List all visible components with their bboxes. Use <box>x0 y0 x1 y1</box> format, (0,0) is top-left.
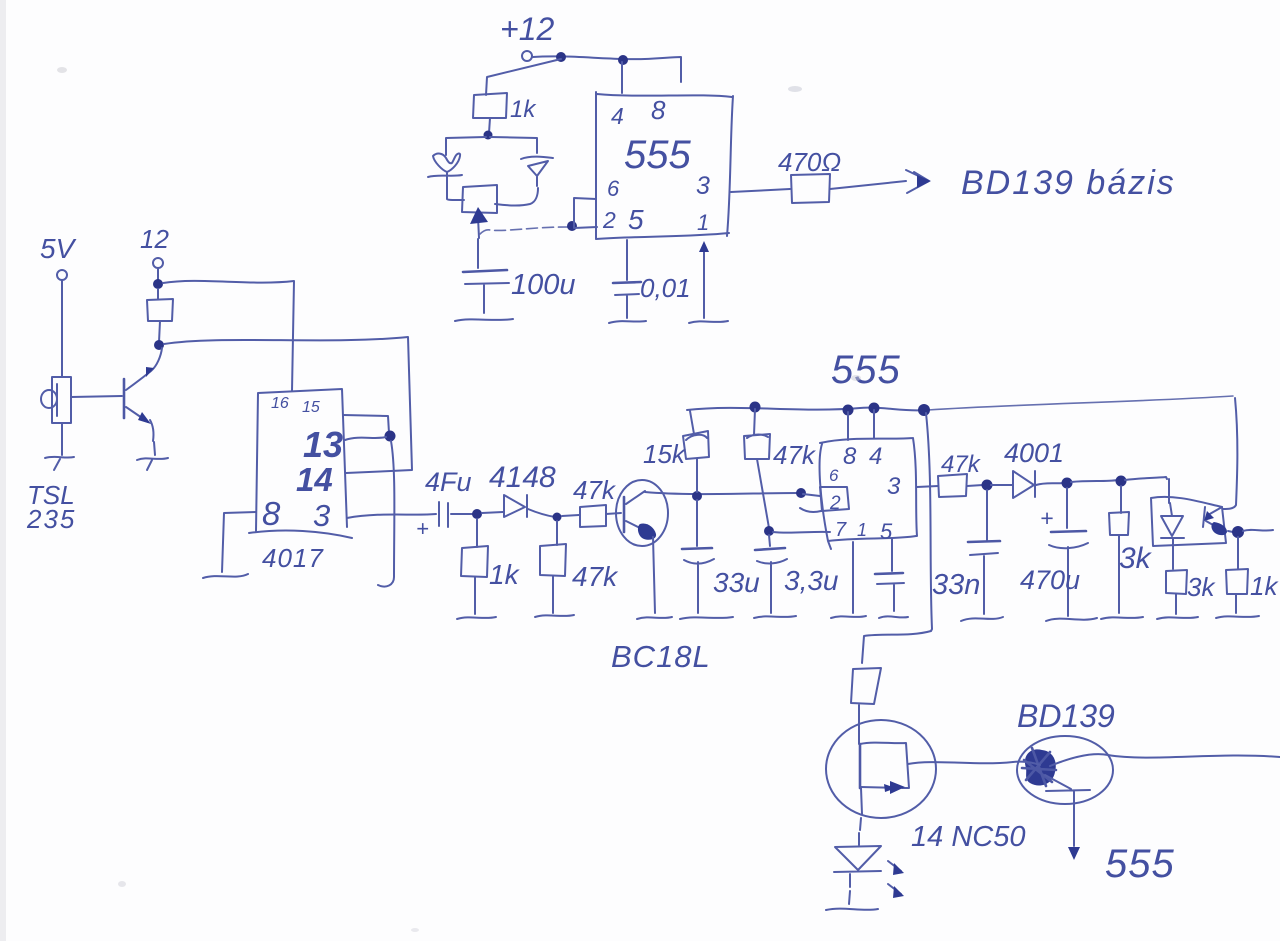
svg-text:555: 555 <box>1105 842 1175 886</box>
svg-text:4001: 4001 <box>1004 438 1064 468</box>
svg-text:4: 4 <box>611 103 624 129</box>
svg-text:470Ω: 470Ω <box>778 147 841 177</box>
svg-text:BD139 bázis: BD139 bázis <box>961 164 1176 202</box>
svg-text:TSL: TSL <box>27 480 75 510</box>
svg-text:33u: 33u <box>713 567 760 598</box>
svg-text:14 NC50: 14 NC50 <box>911 821 1025 853</box>
svg-text:5: 5 <box>628 204 644 235</box>
svg-text:15k: 15k <box>643 439 687 469</box>
svg-text:47k: 47k <box>773 440 817 470</box>
svg-text:0,01: 0,01 <box>640 273 691 303</box>
svg-text:3: 3 <box>313 498 330 533</box>
svg-text:470u: 470u <box>1020 565 1080 595</box>
svg-text:BD139: BD139 <box>1017 698 1115 734</box>
svg-text:+: + <box>416 516 429 541</box>
svg-text:2: 2 <box>602 207 616 233</box>
svg-text:3k: 3k <box>1119 542 1153 575</box>
svg-text:1k: 1k <box>510 96 537 123</box>
svg-text:5: 5 <box>880 519 893 544</box>
svg-text:+12: +12 <box>500 11 554 47</box>
svg-text:6: 6 <box>607 176 620 201</box>
svg-text:100u: 100u <box>511 269 576 301</box>
svg-text:+: + <box>1040 505 1053 531</box>
svg-text:1: 1 <box>857 520 867 540</box>
svg-text:8: 8 <box>651 95 666 125</box>
svg-text:16: 16 <box>271 395 289 412</box>
svg-text:235: 235 <box>26 504 76 534</box>
svg-text:47k: 47k <box>573 475 617 505</box>
svg-text:47k: 47k <box>572 561 619 592</box>
svg-text:1k: 1k <box>1250 571 1279 601</box>
svg-text:555: 555 <box>831 348 901 392</box>
svg-text:3: 3 <box>887 473 901 500</box>
svg-text:14: 14 <box>296 461 333 498</box>
svg-text:555: 555 <box>624 133 691 177</box>
svg-text:6: 6 <box>829 466 839 485</box>
svg-text:4017: 4017 <box>262 543 324 573</box>
svg-text:1k: 1k <box>489 559 521 590</box>
svg-text:3k: 3k <box>1187 572 1216 602</box>
svg-text:2: 2 <box>829 493 841 514</box>
svg-text:3,3u: 3,3u <box>784 565 839 596</box>
svg-text:BC18L: BC18L <box>611 639 711 674</box>
svg-text:33n: 33n <box>932 569 980 601</box>
svg-text:13: 13 <box>303 424 343 465</box>
svg-text:3: 3 <box>696 172 710 200</box>
svg-text:15: 15 <box>302 399 320 416</box>
svg-text:4Fu: 4Fu <box>425 467 472 497</box>
svg-text:4: 4 <box>869 443 882 470</box>
svg-text:8: 8 <box>262 495 281 532</box>
svg-text:1: 1 <box>697 210 709 235</box>
svg-text:8: 8 <box>843 443 857 470</box>
svg-text:5V: 5V <box>40 233 77 264</box>
svg-text:47k: 47k <box>941 451 982 478</box>
svg-text:12: 12 <box>140 224 169 254</box>
svg-text:7: 7 <box>835 519 847 541</box>
svg-text:4148: 4148 <box>489 461 556 494</box>
